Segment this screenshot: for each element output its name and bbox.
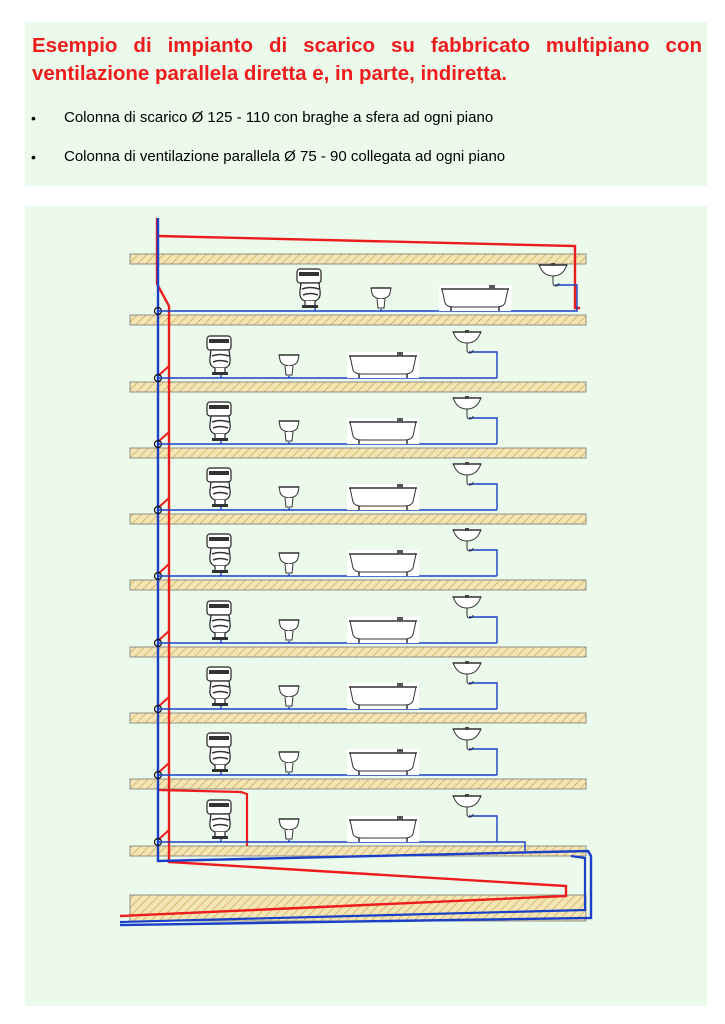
basin-drain: [469, 682, 498, 709]
washbasin-icon: [452, 329, 482, 354]
washbasin-icon: [452, 660, 482, 685]
floor-slab: [129, 845, 587, 857]
floor-slab: [129, 447, 587, 459]
bullet-dot: •: [31, 149, 36, 165]
plumbing-diagram: [119, 218, 593, 927]
bathtub-icon: [346, 483, 420, 511]
washbasin-icon: [452, 527, 482, 552]
bullet-text: Colonna di ventilazione parallela Ø 75 -…: [64, 148, 506, 165]
wc-icon: [206, 666, 232, 707]
basin-drain: [469, 815, 498, 842]
wc-icon: [296, 268, 322, 309]
washbasin-icon: [452, 395, 482, 420]
bathtub-icon: [346, 815, 420, 843]
roof-slab: [129, 253, 587, 265]
bathtub-icon: [346, 616, 420, 644]
bidet-icon: [370, 287, 392, 309]
basin-drain: [545, 284, 578, 312]
floor-slab: [129, 579, 587, 591]
wc-icon: [206, 401, 232, 442]
basin-drain: [469, 483, 498, 510]
washbasin-icon: [452, 594, 482, 619]
bathtub-icon: [346, 351, 420, 379]
basin-drain: [469, 549, 498, 576]
basin-drain: [469, 616, 498, 643]
drain-base-secondary: [119, 854, 587, 924]
bathtub-icon: [346, 682, 420, 710]
bidet-icon: [278, 354, 300, 376]
bullet-dot: •: [31, 110, 36, 126]
basin-drain: [469, 351, 498, 378]
floor-slab: [129, 314, 587, 326]
bidet-icon: [278, 619, 300, 641]
washbasin-icon: [452, 461, 482, 486]
vent-branch-lowest: [157, 788, 249, 846]
vent-roof-outlet: [156, 234, 580, 310]
wc-icon: [206, 732, 232, 773]
bathtub-icon: [346, 549, 420, 577]
floor-slab: [129, 381, 587, 393]
floor-slab: [129, 778, 587, 790]
floor-slab: [129, 646, 587, 658]
wc-icon: [206, 467, 232, 508]
bidet-icon: [278, 685, 300, 707]
wc-icon: [206, 600, 232, 641]
bidet-icon: [278, 818, 300, 840]
washbasin-icon: [452, 726, 482, 751]
floor-slab: [129, 712, 587, 724]
bidet-icon: [278, 751, 300, 773]
page-title: Esempio di impianto di scarico su fabbri…: [32, 34, 702, 85]
bidet-icon: [278, 486, 300, 508]
bullet-text: Colonna di scarico Ø 125 - 110 con bragh…: [64, 109, 494, 126]
fixtures: [206, 262, 568, 843]
bidet-icon: [278, 420, 300, 442]
bathtub-icon: [346, 748, 420, 776]
bidet-icon: [278, 552, 300, 574]
washbasin-icon: [452, 793, 482, 818]
wc-icon: [206, 799, 232, 840]
wc-icon: [206, 335, 232, 376]
basin-drain: [469, 748, 498, 775]
header-panel: Esempio di impianto di scarico su fabbri…: [25, 22, 707, 186]
floor-slab: [129, 513, 587, 525]
lowest-basin-drain: [497, 841, 526, 851]
basin-drain: [469, 417, 498, 444]
pipes: [119, 218, 593, 927]
wc-icon: [206, 533, 232, 574]
plumbing-diagram-panel: [25, 206, 707, 1006]
bathtub-icon: [438, 284, 512, 312]
vent-base-sweep: [119, 846, 568, 918]
drain-column: [119, 218, 593, 927]
bathtub-icon: [346, 417, 420, 445]
washbasin-icon: [538, 262, 568, 287]
